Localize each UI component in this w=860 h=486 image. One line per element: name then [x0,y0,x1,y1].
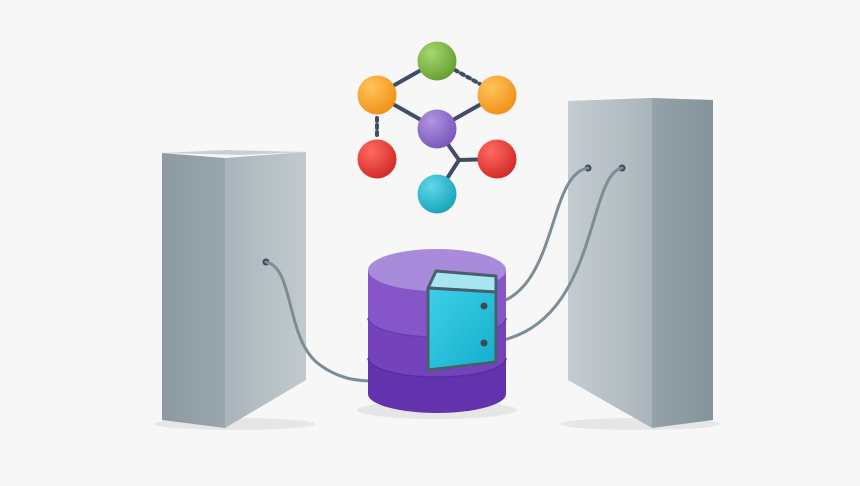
cable-database-to-right-server-2 [482,166,624,345]
right-server-icon [568,98,713,428]
database-port-2 [480,339,488,347]
database-port-1 [480,302,488,310]
graph-node-cyan [417,174,457,214]
left-server-icon [162,150,306,428]
left-server-left-face [162,153,225,428]
database-band-divider-2 [367,357,507,378]
graph-edge-dotted-green-to-orange-right [453,68,482,86]
graph-node-orange-right [477,75,517,115]
cable-database-to-right-server-1 [482,166,590,308]
database-slice-front [426,286,498,372]
graph-node-red-left [357,139,397,179]
graph-node-green [417,41,457,81]
right-server-right-face [652,98,713,428]
graph-node-orange-left [357,75,397,115]
graph-node-red-right [477,139,517,179]
graph-network-icon [357,41,517,214]
graph-node-purple [417,109,457,149]
database-icon [367,249,507,413]
left-server-top [162,150,306,155]
right-server-front-face [568,98,652,428]
cable-left-server-to-database [264,260,374,383]
left-server-front-face [225,152,306,428]
